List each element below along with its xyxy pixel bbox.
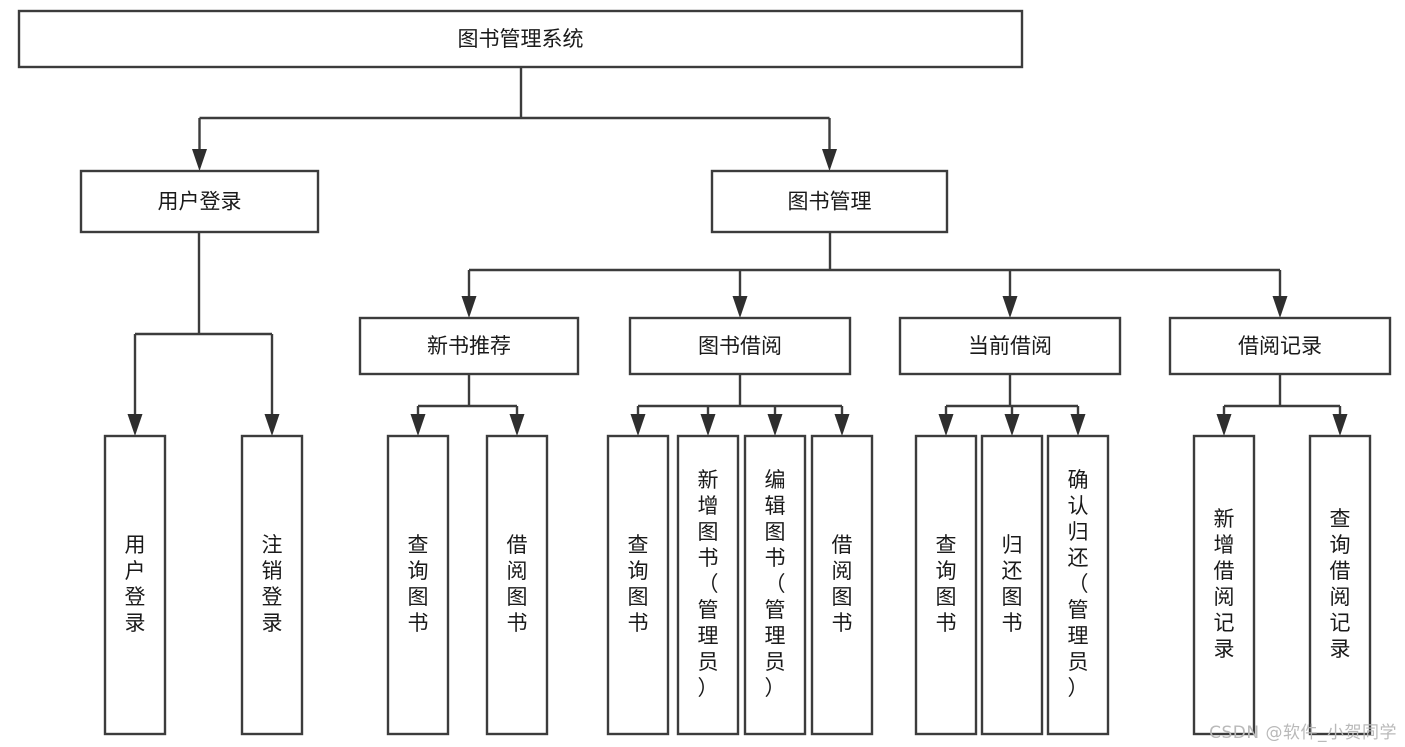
node-box[interactable] <box>676 434 740 736</box>
arrow-head-icon <box>410 414 426 436</box>
arrow-head-icon <box>1004 414 1020 436</box>
node-leaf-query-borrow-record[interactable]: 查询借阅记录 <box>1308 434 1372 736</box>
arrow-head-icon <box>700 414 716 436</box>
connector-layer <box>127 67 1348 436</box>
node-book-borrow[interactable]: 图书借阅 <box>628 316 852 376</box>
node-leaf-borrow-book-1[interactable]: 借阅图书 <box>485 434 549 736</box>
node-root[interactable]: 图书管理系统 <box>17 9 1024 69</box>
arrow-head-icon <box>461 296 477 318</box>
node-label: 归还图书 <box>1002 533 1023 635</box>
node-label: 新书推荐 <box>427 334 511 358</box>
node-book-manage[interactable]: 图书管理 <box>710 169 949 234</box>
arrow-head-icon <box>192 149 207 171</box>
node-label: 图书借阅 <box>698 334 782 358</box>
arrow-head-icon <box>127 414 143 436</box>
arrow-head-icon <box>630 414 646 436</box>
node-label: 查询图书 <box>408 533 429 635</box>
node-leaf-user-login[interactable]: 用户登录 <box>103 434 167 736</box>
node-leaf-add-borrow-record[interactable]: 新增借阅记录 <box>1192 434 1256 736</box>
node-label: 用户登录 <box>158 190 242 214</box>
arrow-head-icon <box>1332 414 1348 436</box>
node-leaf-confirm-return[interactable]: 确认归还（管理员） <box>1046 434 1110 736</box>
node-box[interactable] <box>1192 434 1256 736</box>
node-label: 图书管理系统 <box>458 27 584 51</box>
node-box[interactable] <box>386 434 450 736</box>
node-box[interactable] <box>1046 434 1110 736</box>
node-box[interactable] <box>103 434 167 736</box>
node-box[interactable] <box>485 434 549 736</box>
arrow-head-icon <box>822 149 837 171</box>
node-label: 借阅图书 <box>832 533 853 635</box>
node-box[interactable] <box>914 434 978 736</box>
node-box[interactable] <box>79 169 320 234</box>
node-box[interactable] <box>628 316 852 376</box>
node-box[interactable] <box>810 434 874 736</box>
node-box[interactable] <box>898 316 1122 376</box>
node-borrow-record[interactable]: 借阅记录 <box>1168 316 1392 376</box>
node-box[interactable] <box>1308 434 1372 736</box>
node-box[interactable] <box>17 9 1024 69</box>
node-label: 借阅图书 <box>507 533 528 635</box>
node-leaf-query-book-1[interactable]: 查询图书 <box>386 434 450 736</box>
node-label: 用户登录 <box>125 533 146 635</box>
node-label: 注销登录 <box>262 533 283 635</box>
node-leaf-query-book-3[interactable]: 查询图书 <box>914 434 978 736</box>
node-leaf-return-book[interactable]: 归还图书 <box>980 434 1044 736</box>
node-label: 当前借阅 <box>968 334 1052 358</box>
node-box[interactable] <box>743 434 807 736</box>
arrow-head-icon <box>834 414 850 436</box>
node-leaf-logout-login[interactable]: 注销登录 <box>240 434 304 736</box>
node-label: 编辑图书（管理员） <box>765 468 786 700</box>
arrow-head-icon <box>767 414 783 436</box>
node-label: 查询图书 <box>628 533 649 635</box>
node-label: 借阅记录 <box>1238 334 1322 358</box>
node-layer: 图书管理系统用户登录图书管理新书推荐图书借阅当前借阅借阅记录用户登录注销登录查询… <box>17 9 1392 736</box>
arrow-head-icon <box>1272 296 1288 318</box>
node-label: 新增图书（管理员） <box>698 468 719 700</box>
node-new-book-recommend[interactable]: 新书推荐 <box>358 316 580 376</box>
node-box[interactable] <box>606 434 670 736</box>
node-box[interactable] <box>358 316 580 376</box>
arrow-head-icon <box>1002 296 1018 318</box>
arrow-head-icon <box>509 414 525 436</box>
node-leaf-edit-book[interactable]: 编辑图书（管理员） <box>743 434 807 736</box>
arrow-head-icon <box>1216 414 1232 436</box>
arrow-head-icon <box>732 296 748 318</box>
node-label: 查询图书 <box>936 533 957 635</box>
node-current-borrow[interactable]: 当前借阅 <box>898 316 1122 376</box>
node-label: 确认归还（管理员） <box>1068 468 1089 700</box>
node-box[interactable] <box>1168 316 1392 376</box>
arrow-head-icon <box>264 414 280 436</box>
node-leaf-add-book[interactable]: 新增图书（管理员） <box>676 434 740 736</box>
node-box[interactable] <box>710 169 949 234</box>
node-label: 新增借阅记录 <box>1214 507 1235 661</box>
node-leaf-borrow-book-2[interactable]: 借阅图书 <box>810 434 874 736</box>
node-label: 图书管理 <box>788 190 872 214</box>
node-label: 查询借阅记录 <box>1330 507 1351 661</box>
node-box[interactable] <box>240 434 304 736</box>
arrow-head-icon <box>1070 414 1086 436</box>
watermark-label: CSDN @软件_小贺同学 <box>1209 723 1397 743</box>
node-user-login[interactable]: 用户登录 <box>79 169 320 234</box>
node-leaf-query-book-2[interactable]: 查询图书 <box>606 434 670 736</box>
arrow-head-icon <box>938 414 954 436</box>
node-box[interactable] <box>980 434 1044 736</box>
